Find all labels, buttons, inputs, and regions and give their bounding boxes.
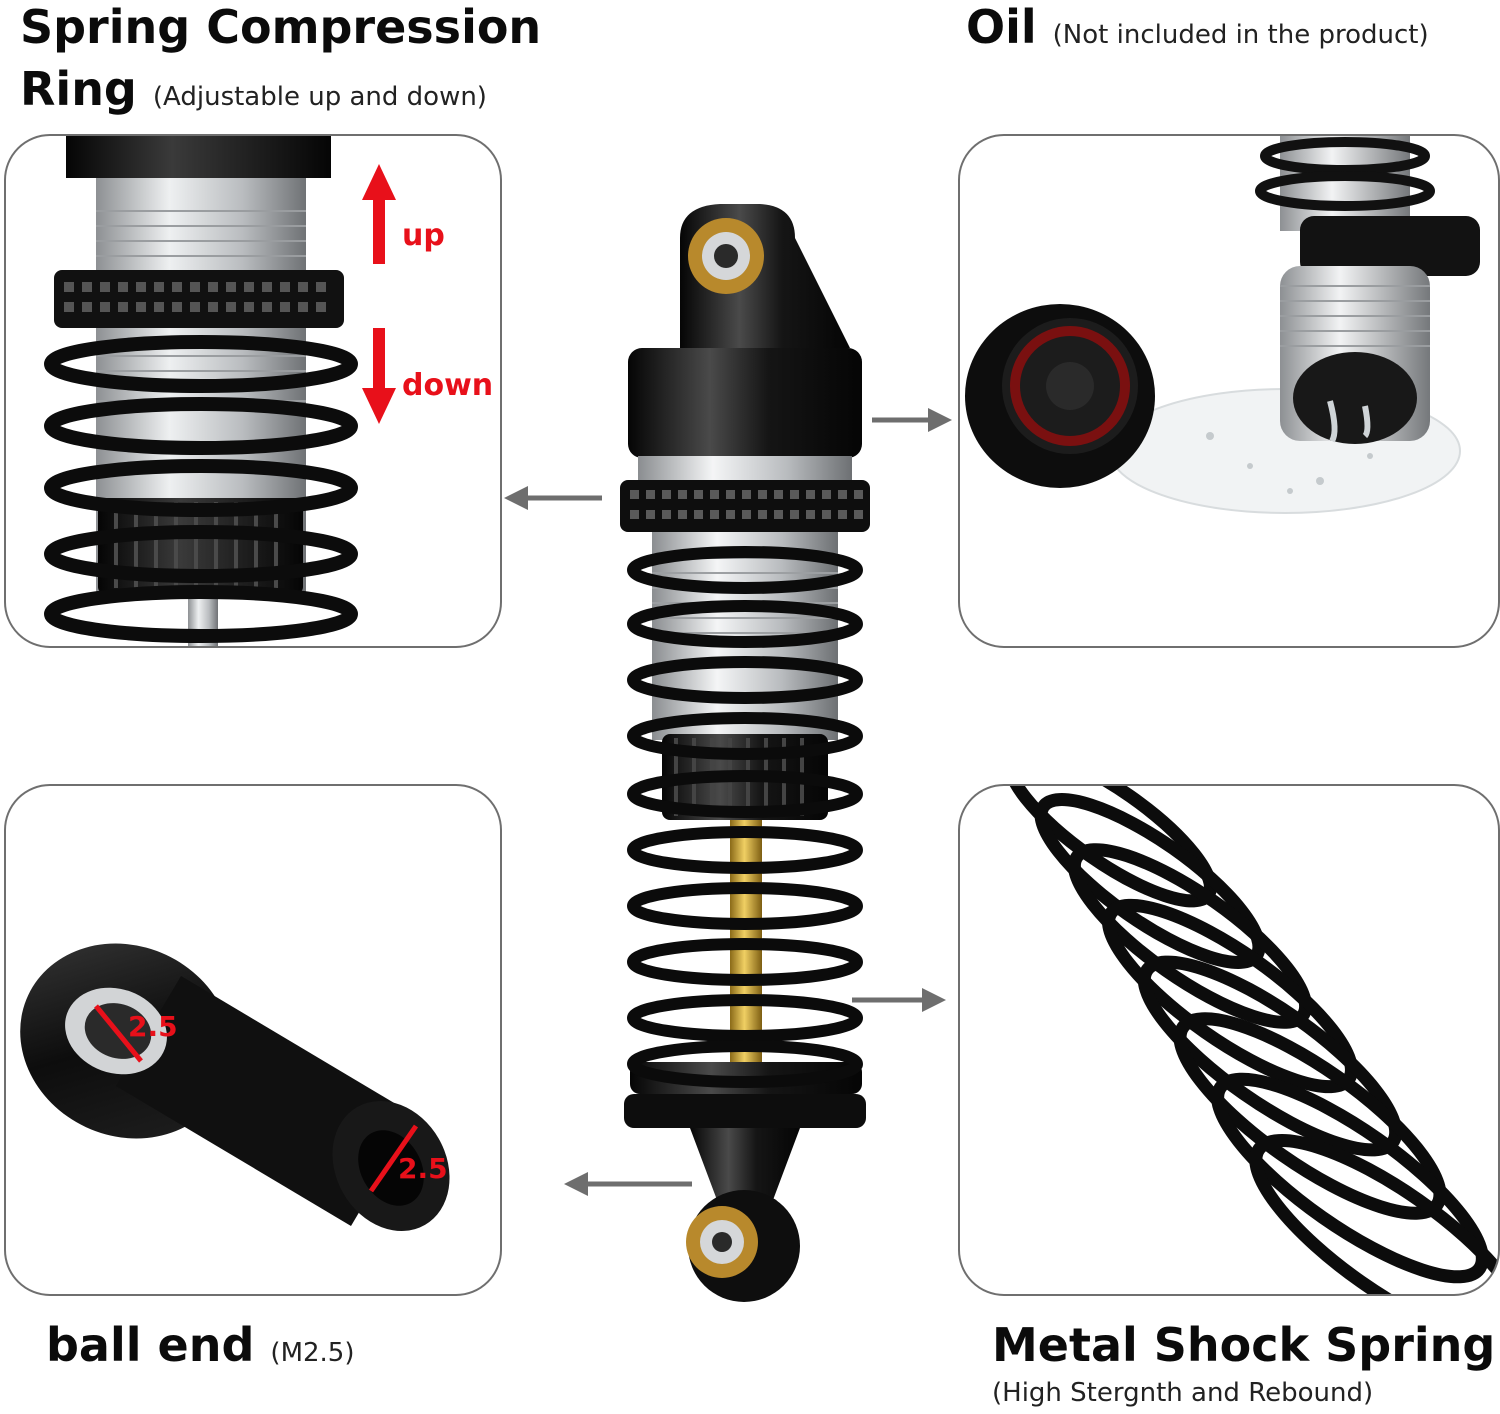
shock-absorber-illustration — [620, 204, 870, 1302]
ball-end-title: ball end (M2.5) — [46, 1318, 355, 1372]
pointer-arrow-icon — [564, 1172, 692, 1196]
ball-end-panel: 2.5 2.5 — [4, 784, 502, 1296]
ball-end-illustration — [20, 943, 450, 1231]
pointer-arrow-icon — [504, 486, 602, 510]
down-label: down — [402, 368, 494, 403]
down-arrow-icon — [362, 328, 396, 424]
spring-note: (High Stergnth and Rebound) — [992, 1378, 1374, 1408]
up-label: up — [402, 218, 445, 253]
spring-illustration — [1003, 786, 1498, 1294]
spring-ring-title: Spring Compression — [20, 0, 542, 54]
spring-title: Metal Shock Spring — [992, 1318, 1496, 1372]
oil-panel — [958, 134, 1500, 648]
pointer-arrow-icon — [852, 988, 946, 1012]
ball-end-note: (M2.5) — [270, 1338, 355, 1368]
spring-panel — [958, 784, 1500, 1296]
oil-note: (Not included in the product) — [1052, 20, 1429, 50]
hole-dimension-label: 2.5 — [128, 1010, 178, 1043]
oil-title: Oil (Not included in the product) — [966, 0, 1429, 54]
spring-ring-panel: up down — [4, 134, 502, 648]
spring-ring-illustration — [44, 136, 396, 646]
up-arrow-icon — [362, 164, 396, 264]
shock-cap — [965, 304, 1155, 488]
oil-illustration — [965, 136, 1480, 514]
shock-body — [1255, 136, 1480, 444]
spring-ring-title-line2: Ring (Adjustable up and down) — [20, 62, 487, 116]
thread-dimension-label: 2.5 — [398, 1152, 448, 1185]
shock-absorber — [610, 198, 880, 1314]
pointer-arrow-icon — [872, 408, 952, 432]
spring-ring-note: (Adjustable up and down) — [152, 82, 487, 112]
